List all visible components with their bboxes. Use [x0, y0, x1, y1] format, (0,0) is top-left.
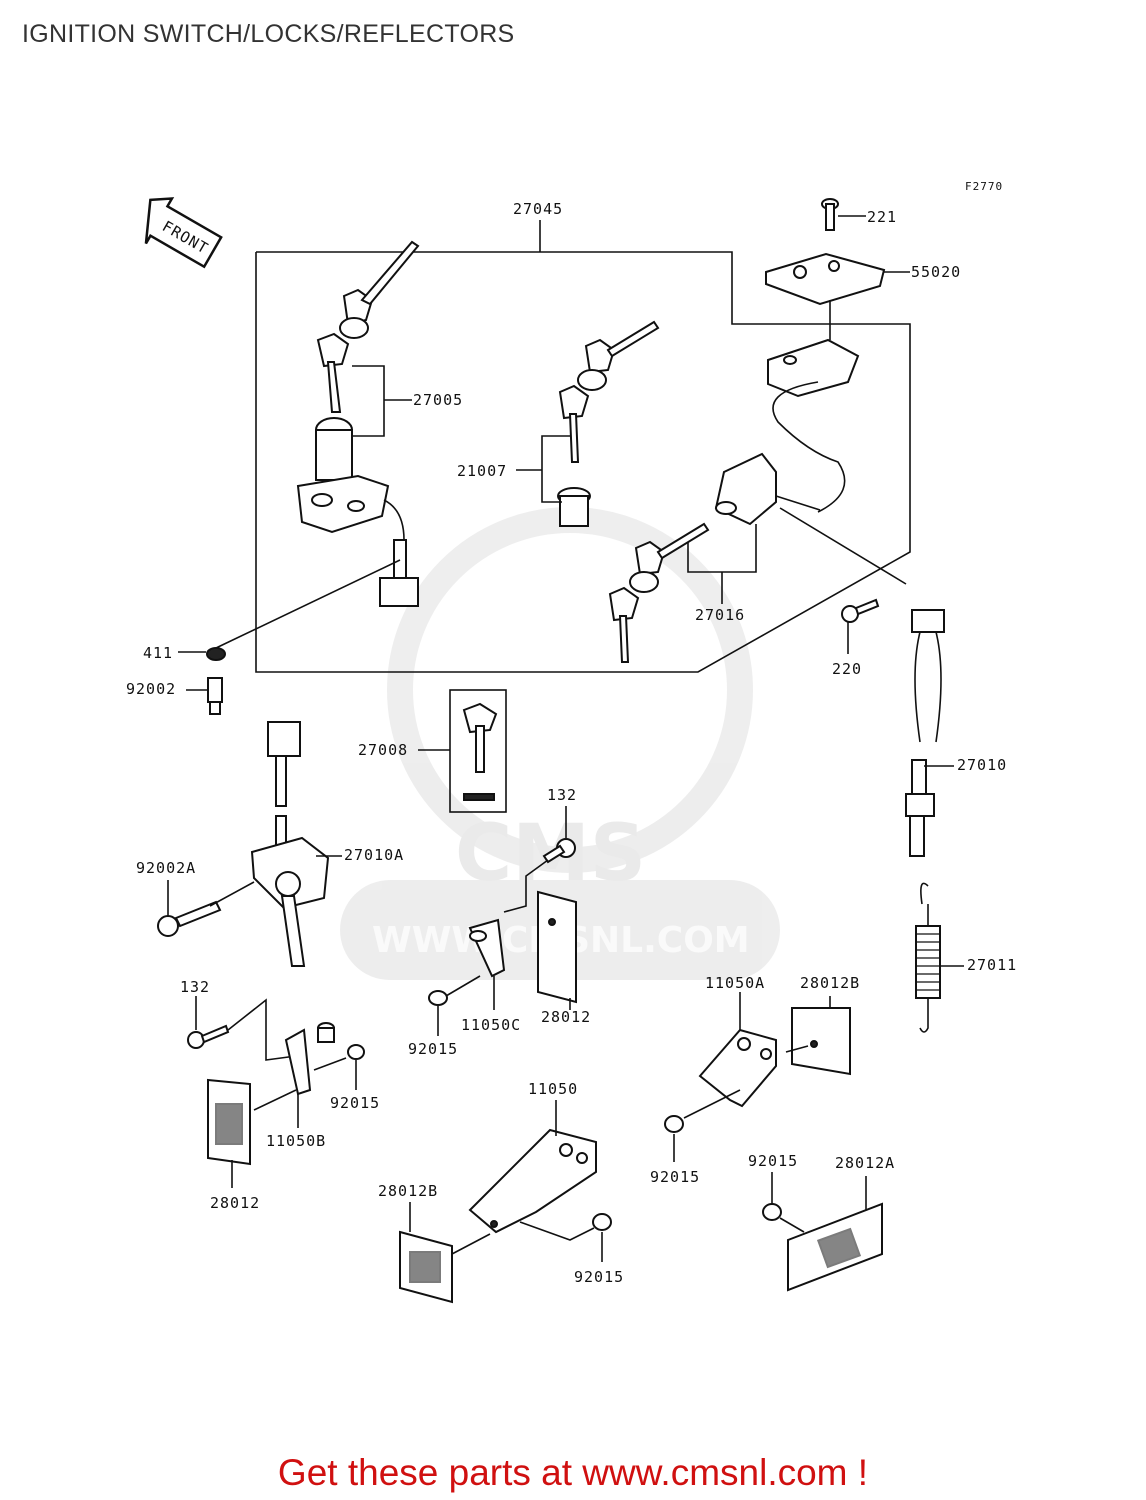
figure-code: F2770 [965, 180, 1003, 193]
switch-27010A [250, 721, 330, 967]
label-28012B-right: 28012B [800, 974, 860, 992]
parts-diagram: CMS WWW.CMSNL.COM F2770 FRONT 27005 [126, 180, 1017, 1304]
label-11050B: 11050B [266, 1132, 326, 1150]
label-27008: 27008 [358, 741, 408, 759]
bolt-92002 [207, 677, 223, 715]
label-92015-bottom: 92015 [574, 1268, 624, 1286]
reflector-28012-left [207, 1078, 251, 1166]
footer-cta[interactable]: Get these parts at www.cmsnl.com ! [277, 1452, 869, 1493]
label-132-upper: 132 [547, 786, 577, 804]
label-221: 221 [867, 208, 897, 226]
label-92015-right: 92015 [650, 1168, 700, 1186]
reflector-28012B-right [791, 1007, 851, 1076]
label-27045: 27045 [513, 200, 563, 218]
label-27010: 27010 [957, 756, 1007, 774]
bracket-11050 [468, 1128, 597, 1234]
label-92015-bottom-right: 92015 [748, 1152, 798, 1170]
front-arrow-icon: FRONT [144, 197, 223, 269]
ignition-switch-body [296, 417, 419, 607]
nut-92015-left [347, 1044, 365, 1060]
label-28012-center: 28012 [541, 1008, 591, 1026]
nut-92015-center [428, 990, 448, 1006]
bolt-132-lower [187, 1024, 230, 1049]
ignition-keys [316, 240, 420, 413]
label-411: 411 [143, 644, 173, 662]
page-title: IGNITION SWITCH/LOCKS/REFLECTORS [22, 20, 515, 48]
washer-411 [206, 647, 226, 661]
cover-plate-55020 [765, 252, 886, 306]
screw-221 [821, 198, 839, 231]
reflector-28012A [787, 1202, 883, 1292]
label-92002: 92002 [126, 680, 176, 698]
bracket-11050B [284, 1022, 335, 1096]
spring-27011 [915, 882, 941, 1033]
bracket-11050A [698, 1028, 777, 1108]
reflector-28012-center [537, 890, 577, 1004]
reflector-28012B-bottom [399, 1230, 453, 1304]
nut-92015-bottom [592, 1213, 612, 1231]
label-92015-left: 92015 [330, 1094, 380, 1112]
label-55020: 55020 [911, 263, 961, 281]
label-21007: 21007 [457, 462, 507, 480]
label-27005: 27005 [413, 391, 463, 409]
label-27011: 27011 [967, 956, 1017, 974]
label-28012B-bottom: 28012B [378, 1182, 438, 1200]
label-92015-center: 92015 [408, 1040, 458, 1058]
label-92002A: 92002A [136, 859, 196, 877]
seat-lock-keys [557, 320, 660, 527]
label-27016: 27016 [695, 606, 745, 624]
bolt-92002A [157, 900, 222, 937]
label-11050C: 11050C [461, 1016, 521, 1034]
label-28012A: 28012A [835, 1154, 895, 1172]
label-27010A: 27010A [344, 846, 404, 864]
label-28012-left: 28012 [210, 1194, 260, 1212]
screw-220 [841, 598, 880, 623]
bolt-132-upper [542, 838, 576, 864]
helmet-lock [608, 452, 821, 663]
label-11050: 11050 [528, 1080, 578, 1098]
label-220: 220 [832, 660, 862, 678]
nut-92015-right [664, 1115, 684, 1133]
kit-outline-27045 [255, 220, 911, 673]
blank-key-27008 [449, 689, 507, 813]
nut-92015-bottom-right [762, 1203, 782, 1221]
bracket-11050C [468, 918, 506, 978]
lock-bracket-with-cable [767, 338, 860, 513]
switch-27010 [905, 609, 945, 857]
label-132-lower: 132 [180, 978, 210, 996]
label-11050A: 11050A [705, 974, 765, 992]
